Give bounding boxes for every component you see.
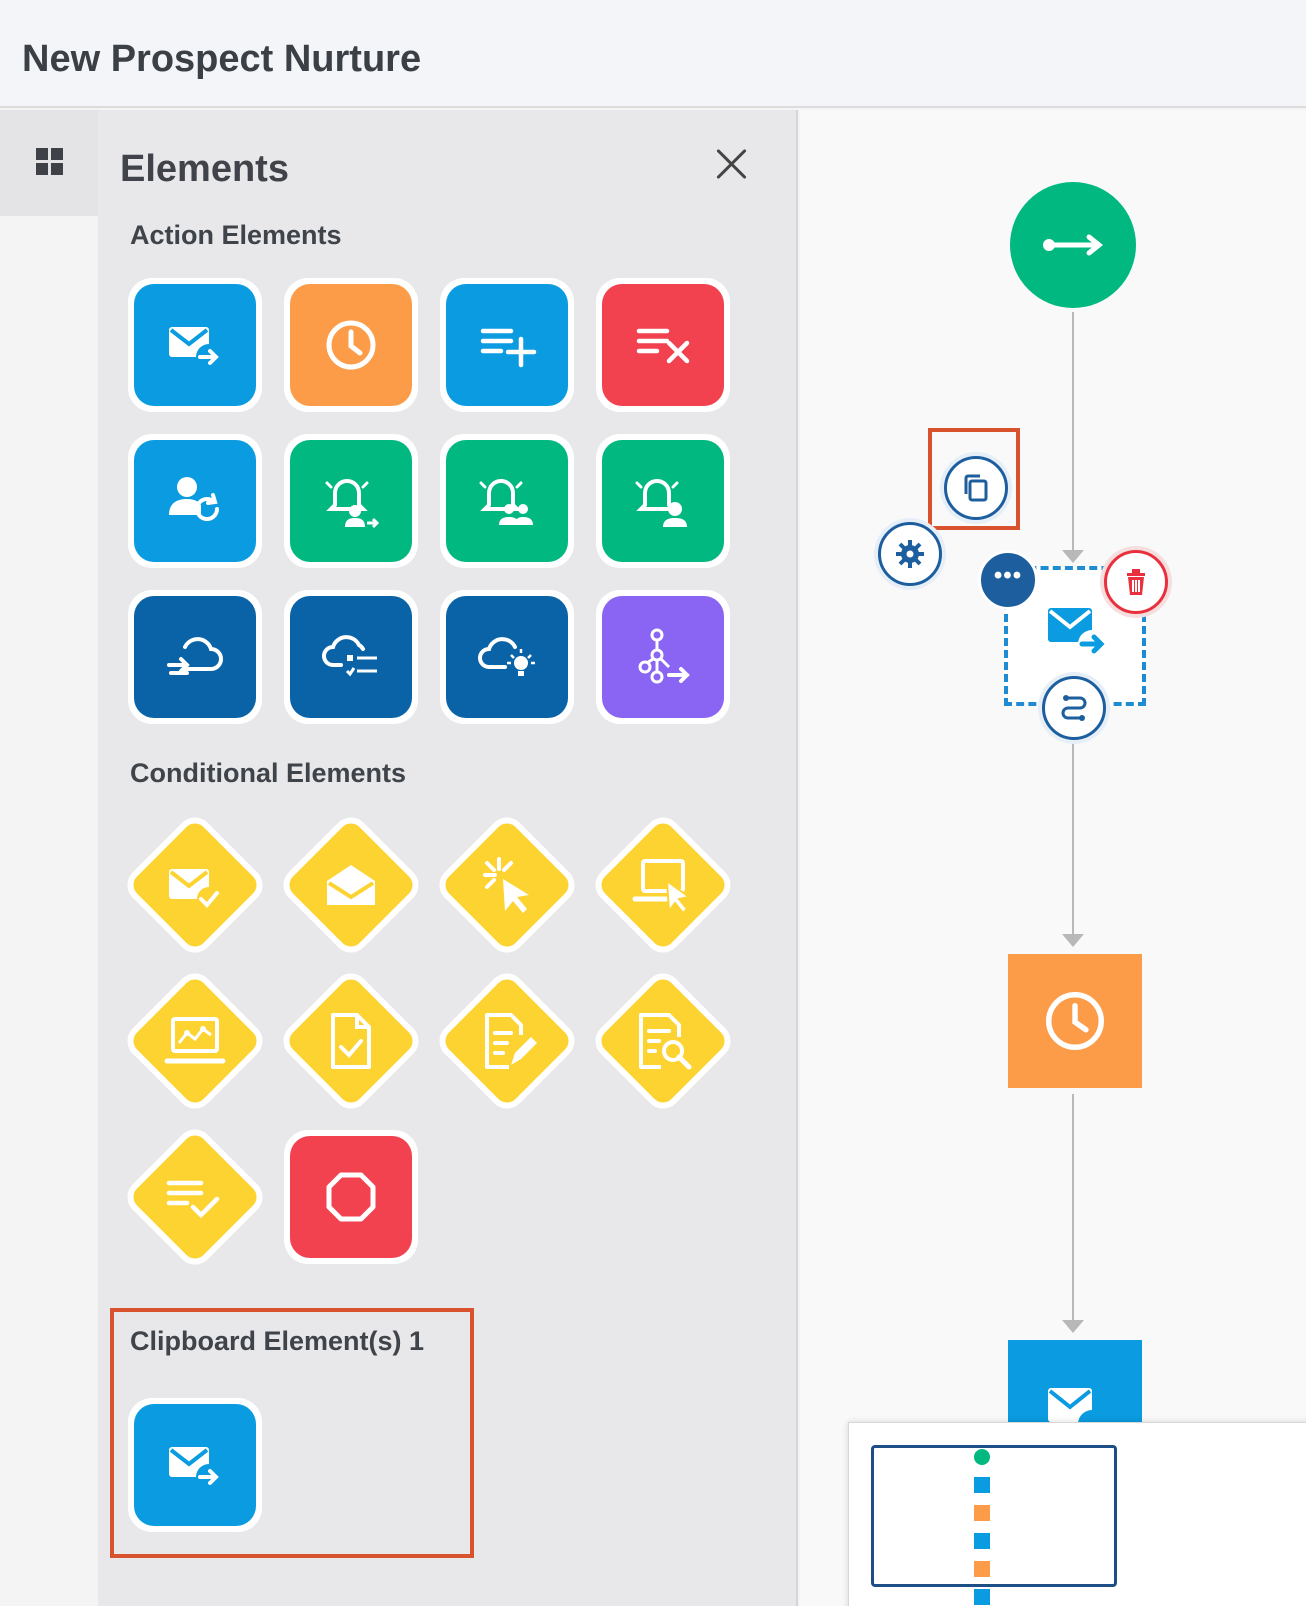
action-remove-from-list[interactable]: [596, 278, 730, 412]
action-notify-team[interactable]: [440, 434, 574, 568]
condition-email-opened[interactable]: [276, 810, 426, 960]
page-title: New Prospect Nurture: [22, 38, 422, 80]
action-end[interactable]: [284, 1130, 418, 1264]
send-email-icon: [169, 327, 222, 370]
minimap-email: [974, 1533, 990, 1549]
connector-wait-email: [1072, 1094, 1074, 1322]
settings-button[interactable]: [878, 522, 942, 586]
connector-arrow: [1062, 550, 1084, 563]
action-notify-user[interactable]: [284, 434, 418, 568]
cloud-sync-icon: [167, 637, 223, 675]
grid-icon: [36, 148, 64, 176]
page-header: New Prospect Nurture: [0, 0, 1306, 108]
start-node[interactable]: [1010, 182, 1136, 308]
panel-title: Elements: [120, 148, 289, 190]
delete-button[interactable]: [1104, 550, 1168, 614]
notify-user-icon: [325, 479, 380, 529]
action-cloud-sync[interactable]: [128, 590, 262, 724]
change-owner-icon: [169, 477, 219, 521]
condition-form-filled[interactable]: [432, 966, 582, 1116]
elements-panel: Elements Action Elements: [98, 110, 798, 1606]
left-rail: [0, 110, 98, 1606]
more-options-button[interactable]: •••: [978, 550, 1038, 610]
action-cloud-idea[interactable]: [440, 590, 574, 724]
action-send-email[interactable]: [128, 278, 262, 412]
clipboard-elements-label: Clipboard Element(s) 1: [130, 1326, 425, 1356]
conditional-elements-label: Conditional Elements: [130, 758, 407, 788]
wait-clock-icon: [326, 320, 376, 370]
form-submitted-icon: [331, 1013, 371, 1069]
ellipsis-icon: •••: [993, 562, 1023, 589]
cloud-idea-icon: [478, 637, 535, 676]
minimap-wait: [974, 1561, 990, 1577]
action-add-to-list[interactable]: [440, 278, 574, 412]
action-change-owner[interactable]: [128, 434, 262, 568]
connector-start-email: [1072, 312, 1074, 550]
list-check-icon: [166, 1180, 220, 1219]
action-notify-assigned-user[interactable]: [596, 434, 730, 568]
email-opened-icon: [327, 865, 375, 905]
link-clicked-icon: [483, 857, 529, 913]
add-to-list-icon: [480, 328, 537, 368]
send-email-icon: [1048, 608, 1106, 658]
close-panel-button[interactable]: [712, 144, 752, 184]
form-filled-icon: [485, 1013, 537, 1069]
minimap-start: [974, 1449, 990, 1465]
condition-web-visit[interactable]: [588, 810, 738, 960]
send-email-icon: [169, 1447, 222, 1490]
action-elements-label: Action Elements: [130, 220, 342, 250]
condition-list-check[interactable]: [120, 1122, 270, 1272]
trash-icon: [1127, 569, 1145, 595]
cloud-list-icon: [322, 635, 377, 677]
connector-arrow: [1062, 934, 1084, 947]
canvas-minimap[interactable]: [848, 1422, 1306, 1606]
connect-button[interactable]: [1042, 676, 1106, 740]
copy-highlight: [928, 428, 1020, 530]
connector-email-wait: [1072, 740, 1074, 934]
start-arrow-icon: [1043, 234, 1104, 256]
condition-form-viewed[interactable]: [588, 966, 738, 1116]
clipboard-send-email[interactable]: [128, 1398, 262, 1532]
condition-email-sent[interactable]: [120, 810, 270, 960]
split-path-icon: [638, 628, 690, 684]
condition-form-submitted[interactable]: [276, 966, 426, 1116]
minimap-email: [974, 1589, 990, 1605]
action-wait[interactable]: [284, 278, 418, 412]
copy-button[interactable]: [944, 456, 1008, 520]
minimap-email: [974, 1477, 990, 1493]
notify-team-icon: [479, 479, 533, 525]
email-node[interactable]: [1008, 1340, 1142, 1430]
score-chart-icon: [164, 1017, 226, 1064]
minimap-wait: [974, 1505, 990, 1521]
web-visit-icon: [632, 859, 692, 915]
wait-node[interactable]: [1008, 954, 1142, 1088]
remove-from-list-icon: [636, 328, 690, 364]
condition-link-clicked[interactable]: [432, 810, 582, 960]
gear-icon: [896, 540, 924, 568]
connector-arrow: [1062, 1320, 1084, 1333]
action-split-path[interactable]: [596, 590, 730, 724]
form-viewed-icon: [639, 1013, 692, 1070]
email-sent-check-icon: [169, 869, 221, 911]
link-path-icon: [1061, 695, 1087, 721]
condition-score[interactable]: [120, 966, 270, 1116]
notify-assigned-user-icon: [635, 479, 687, 527]
minimap-viewport[interactable]: [871, 1445, 1117, 1587]
wait-clock-icon: [1046, 992, 1104, 1050]
stop-icon: [326, 1172, 376, 1222]
action-cloud-list[interactable]: [284, 590, 418, 724]
rail-tab-elements[interactable]: [0, 110, 98, 216]
clipboard-highlight: [110, 1308, 474, 1558]
copy-icon: [964, 474, 988, 502]
